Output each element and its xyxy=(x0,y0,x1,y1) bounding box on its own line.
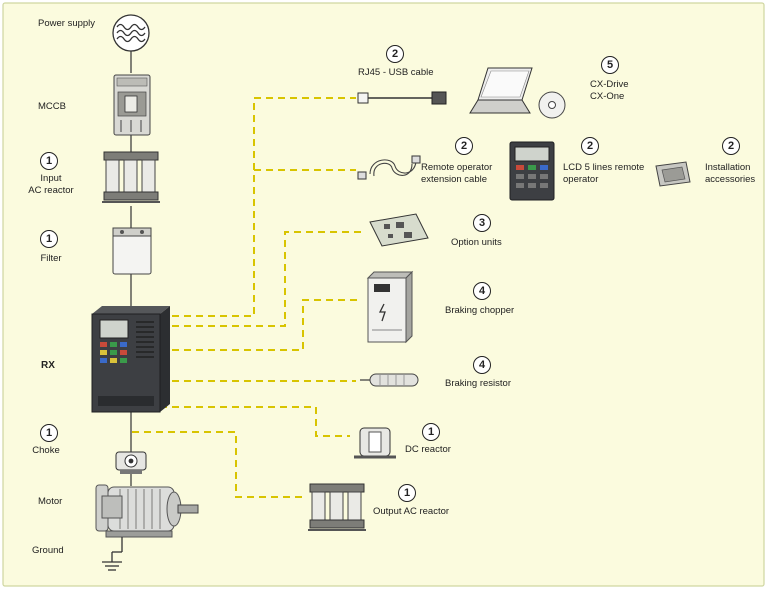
choke-badge: 1 xyxy=(40,424,58,442)
keypad-buttons xyxy=(100,342,127,363)
install-label-line2: accessories xyxy=(705,174,756,185)
chopper-badge: 4 xyxy=(473,282,491,300)
motor-label: Motor xyxy=(38,496,63,507)
cx-label-line2: CX-One xyxy=(590,91,625,102)
remote-label-line1: Remote operator xyxy=(421,162,493,173)
out-ac-label: Output AC reactor xyxy=(373,506,450,517)
cd-disc-icon xyxy=(538,91,566,119)
rj45-label: RJ45 - USB cable xyxy=(358,67,434,78)
option-label: Option units xyxy=(451,237,502,248)
ground-label: Ground xyxy=(32,545,64,556)
rj45-badge: 2 xyxy=(386,45,404,63)
lcd-label-line1: LCD 5 lines remote xyxy=(563,162,645,173)
filter-icon xyxy=(112,227,152,275)
chopper-label: Braking chopper xyxy=(445,305,515,316)
resistor-label: Braking resistor xyxy=(445,378,511,389)
dc-label: DC reactor xyxy=(405,444,451,455)
mccb-label: MCCB xyxy=(38,101,66,112)
power-supply-icon xyxy=(112,14,150,52)
input-reactor-label-line2: AC reactor xyxy=(28,185,74,196)
install-badge: 2 xyxy=(722,137,740,155)
connector-rj45 xyxy=(172,97,356,317)
cx-label-line1: CX-Drive xyxy=(590,79,629,90)
filter-label: Filter xyxy=(40,253,62,264)
option-units-icon xyxy=(369,213,429,247)
output-ac-reactor-icon xyxy=(308,483,366,531)
input-reactor-badge: 1 xyxy=(40,152,58,170)
remote-badge: 2 xyxy=(455,137,473,155)
resistor-badge: 4 xyxy=(473,356,491,374)
power-supply-label: Power supply xyxy=(38,18,96,29)
ground-icon xyxy=(102,537,123,571)
connector-dc-reactor xyxy=(160,406,350,437)
filter-badge: 1 xyxy=(40,230,58,248)
rj45-usb-cable-icon xyxy=(357,91,447,105)
braking-resistor-icon xyxy=(360,373,419,387)
lcd-badge: 2 xyxy=(581,137,599,155)
lcd-label-line2: operator xyxy=(563,174,599,185)
remote-cable-icon xyxy=(357,155,421,180)
choke-label: Choke xyxy=(32,445,60,456)
choke-icon xyxy=(115,451,147,474)
motor-icon xyxy=(95,484,199,538)
rx-inverter-icon xyxy=(91,306,170,413)
remote-label-line2: extension cable xyxy=(421,174,488,185)
laptop-icon xyxy=(469,67,533,114)
accessory-connectors xyxy=(132,97,362,498)
installation-accessories-icon xyxy=(655,161,691,187)
option-badge: 3 xyxy=(473,214,491,232)
connector-output-reactor xyxy=(132,431,304,498)
connector-braking-chopper xyxy=(172,299,362,351)
lcd-remote-operator-icon xyxy=(509,141,555,201)
out-ac-badge: 1 xyxy=(398,484,416,502)
dc-badge: 1 xyxy=(422,423,440,441)
install-label-line1: Installation xyxy=(705,162,751,173)
input-ac-reactor-icon xyxy=(102,151,160,203)
input-reactor-label-line1: Input xyxy=(40,173,62,184)
dc-reactor-icon xyxy=(354,427,396,459)
connector-option-units xyxy=(172,231,362,327)
mccb-breaker-icon xyxy=(113,74,151,136)
braking-chopper-icon xyxy=(366,270,414,344)
cx-badge: 5 xyxy=(601,56,619,74)
rx-label: RX xyxy=(41,360,55,371)
